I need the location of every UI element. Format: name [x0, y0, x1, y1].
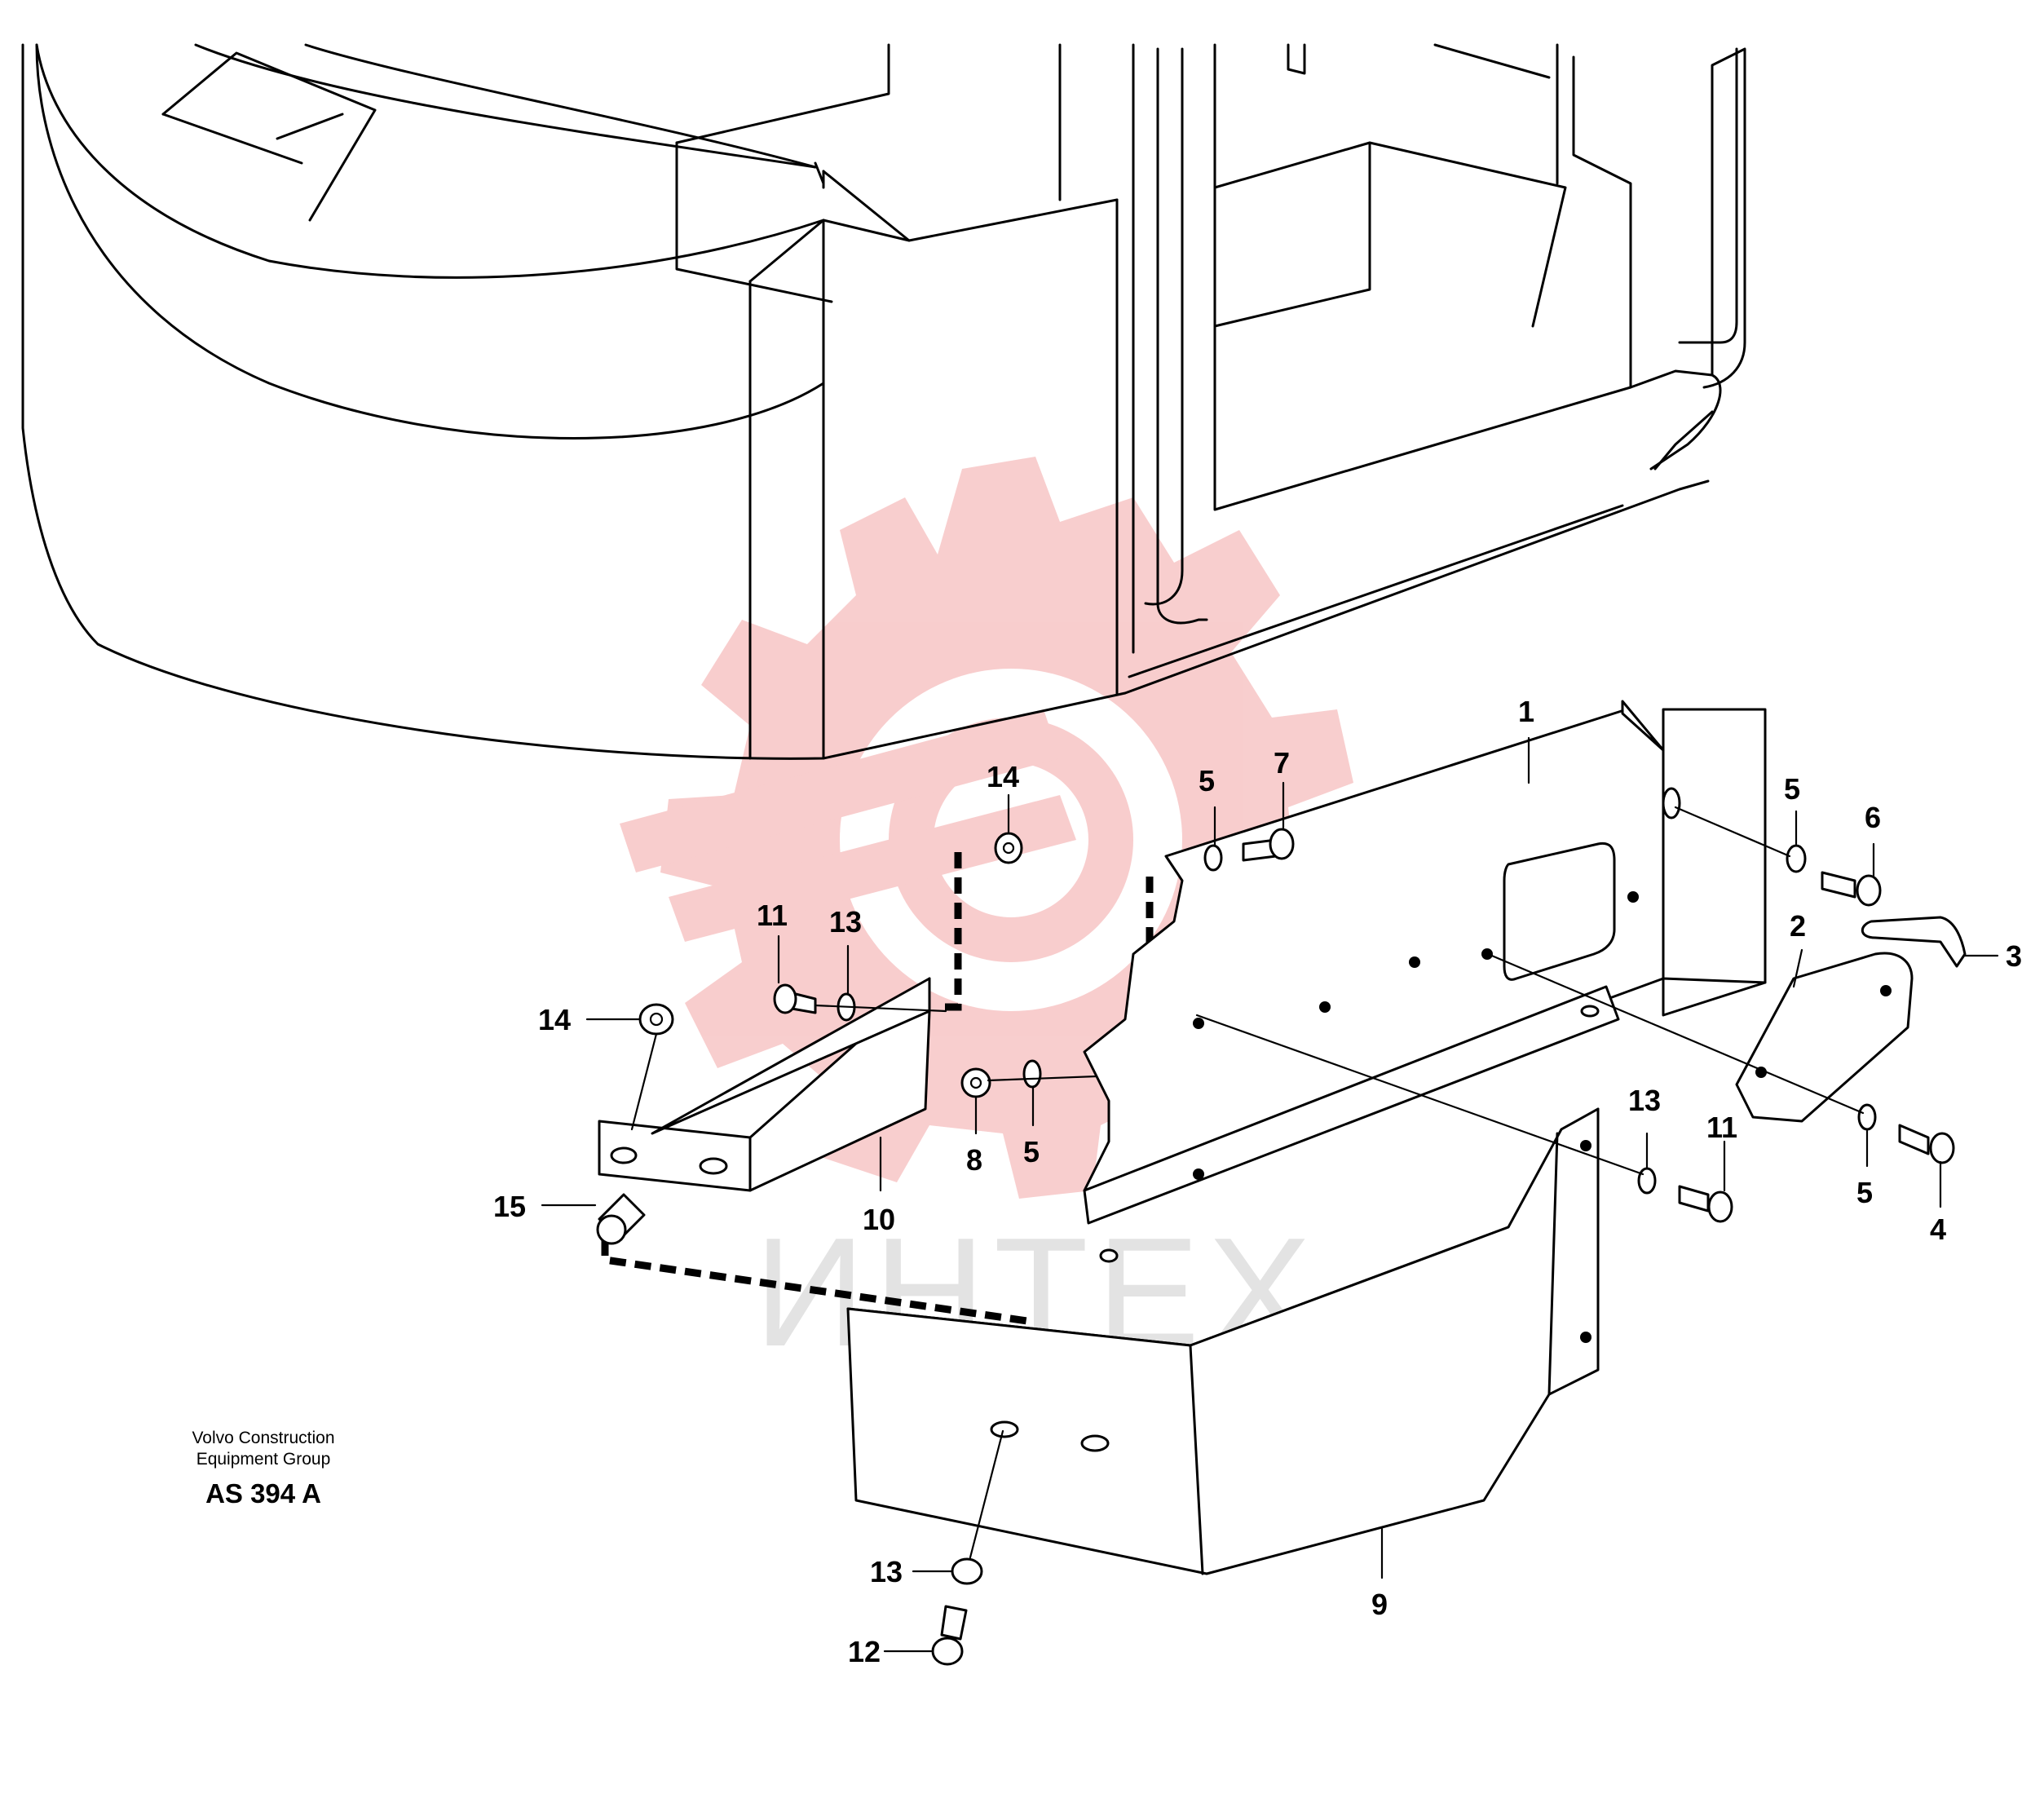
callout-9: 9 [1371, 1588, 1388, 1621]
bolt-11-left-icon [773, 983, 817, 1014]
callout-5-mid: 5 [1023, 1135, 1040, 1168]
caption-line-1: Volvo Construction [192, 1429, 334, 1447]
nut-14-top-icon [994, 832, 1023, 864]
callout-2: 2 [1790, 909, 1806, 943]
cab-body [21, 43, 1746, 760]
callout-11-left: 11 [757, 899, 788, 932]
diagram-code: AS 394 A [205, 1478, 321, 1509]
part-2-cover-plate [1735, 952, 1914, 1123]
callout-11-right: 11 [1706, 1111, 1737, 1144]
callout-14-top: 14 [987, 760, 1019, 793]
nut-8-icon [960, 1067, 991, 1098]
callout-5-top: 5 [1199, 764, 1215, 797]
bolt-7-icon [1242, 828, 1295, 862]
callout-7: 7 [1274, 746, 1290, 780]
part-10-bracket [598, 977, 931, 1192]
callout-13-bottom: 13 [870, 1555, 903, 1588]
callout-12: 12 [848, 1635, 881, 1668]
callout-8: 8 [966, 1143, 982, 1177]
callout-15: 15 [493, 1190, 526, 1223]
callout-numbers: 1 2 3 4 5 5 5 5 6 7 8 9 10 11 11 12 13 1… [493, 695, 2022, 1668]
part-3-pin [1861, 916, 1967, 968]
washer-5-lower-icon [1857, 1103, 1877, 1131]
spacer-15-icon [596, 1193, 646, 1245]
assembly-lines [630, 806, 1865, 1559]
washer-13-bottom-icon [951, 1557, 983, 1585]
callout-13-right: 13 [1628, 1084, 1661, 1117]
callout-4: 4 [1930, 1213, 1946, 1246]
leader-lines [541, 736, 1999, 1653]
nut-14-left-icon [638, 1003, 674, 1036]
callout-14-left: 14 [538, 1003, 571, 1036]
caption-block: Volvo Construction Equipment Group AS 39… [192, 1429, 334, 1509]
callout-5-right: 5 [1784, 772, 1800, 806]
washer-13-right-icon [1637, 1167, 1657, 1195]
callout-13-left: 13 [829, 905, 862, 939]
callout-3: 3 [2006, 939, 2022, 973]
callout-6: 6 [1865, 801, 1881, 834]
callout-10: 10 [863, 1203, 895, 1236]
washer-5-right-icon [1786, 844, 1807, 873]
washer-5-top-icon [1203, 844, 1223, 872]
callout-5-lower: 5 [1856, 1176, 1873, 1209]
hardware [596, 828, 1955, 1666]
part-9-lower-guard [846, 1107, 1600, 1575]
bolt-12-icon [931, 1605, 968, 1666]
bolt-4-icon [1898, 1124, 1955, 1164]
caption-line-2: Equipment Group [196, 1450, 331, 1469]
part-1-mounting-plate [1083, 700, 1767, 1263]
washer-5-mid-icon [1022, 1059, 1042, 1089]
bolt-6-icon [1821, 871, 1882, 907]
bolt-11-right-icon [1678, 1185, 1733, 1223]
callout-1: 1 [1518, 695, 1534, 728]
